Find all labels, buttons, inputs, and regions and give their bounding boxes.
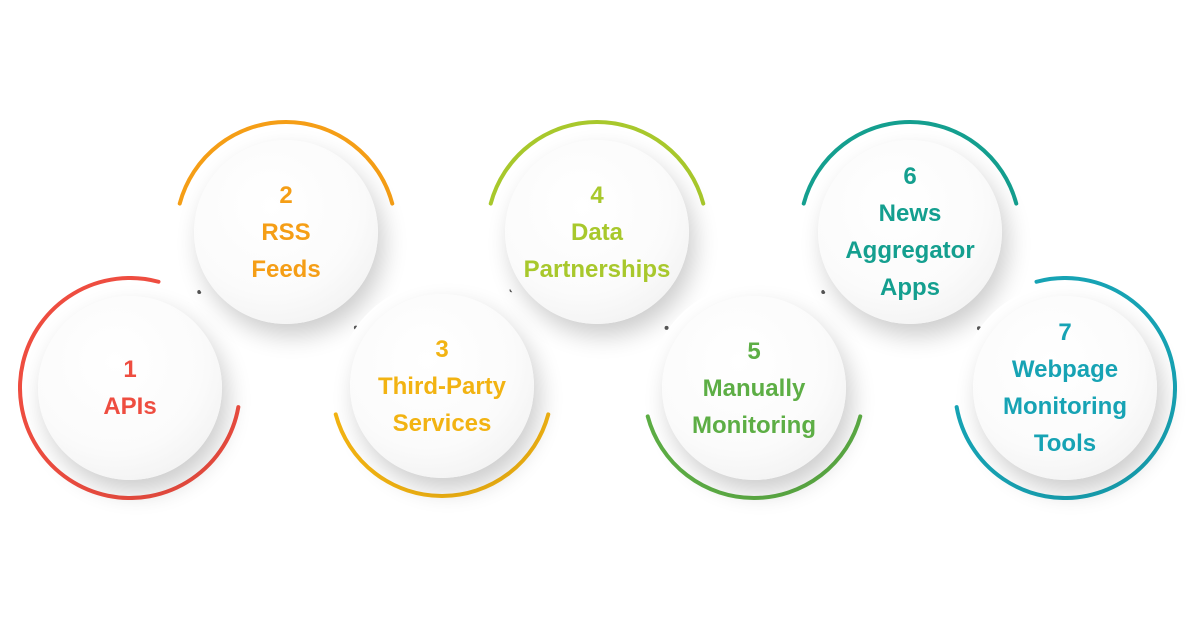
step-title-line: Feeds	[251, 255, 321, 283]
step-number: 2	[279, 181, 293, 209]
step-number: 6	[903, 163, 917, 190]
step-title-line: Data	[570, 218, 624, 246]
step-ring	[488, 120, 706, 206]
step-number: 3	[435, 335, 449, 363]
step-number: 4	[590, 181, 604, 209]
step-ring	[954, 276, 1177, 500]
step-ring-arc	[954, 276, 1177, 500]
step-title-line: Webpage	[1011, 356, 1119, 383]
step-disc	[194, 140, 378, 324]
step-disc	[818, 140, 1002, 324]
step-title-line: RSS	[261, 218, 311, 246]
step-disc	[662, 296, 846, 480]
step-ring	[333, 412, 551, 498]
step-ring	[645, 414, 863, 500]
step-title-line: Apps	[880, 274, 940, 301]
step-title-line: Third-Party	[377, 372, 506, 400]
step-disc	[350, 294, 534, 478]
step-title-line: APIs	[103, 393, 157, 420]
step-title-line: Monitoring	[692, 411, 816, 439]
step-ring-arc	[801, 120, 1019, 206]
step-title-line: Aggregator	[845, 237, 975, 264]
step-ring-arc	[333, 412, 551, 498]
step-number: 5	[747, 337, 761, 365]
step-title-line: Services	[392, 409, 492, 437]
step-title-line: News	[878, 200, 942, 227]
step-title-line: Tools	[1033, 430, 1097, 457]
step-title-line: Partnerships	[523, 255, 671, 283]
step-disc	[973, 296, 1157, 480]
step-ring-arc	[488, 120, 706, 206]
step-ring	[18, 276, 241, 500]
step-ring-arc	[177, 120, 395, 206]
step-ring	[177, 120, 395, 206]
step-ring-arc	[645, 414, 863, 500]
step-title-line: Monitoring	[1003, 393, 1127, 420]
step-disc	[38, 296, 222, 480]
step-ring	[801, 120, 1019, 206]
step-disc	[505, 140, 689, 324]
step-number: 7	[1058, 319, 1072, 346]
step-title-line: Manually	[702, 374, 806, 402]
step-ring-arc	[18, 276, 241, 500]
step-number: 1	[123, 356, 137, 383]
